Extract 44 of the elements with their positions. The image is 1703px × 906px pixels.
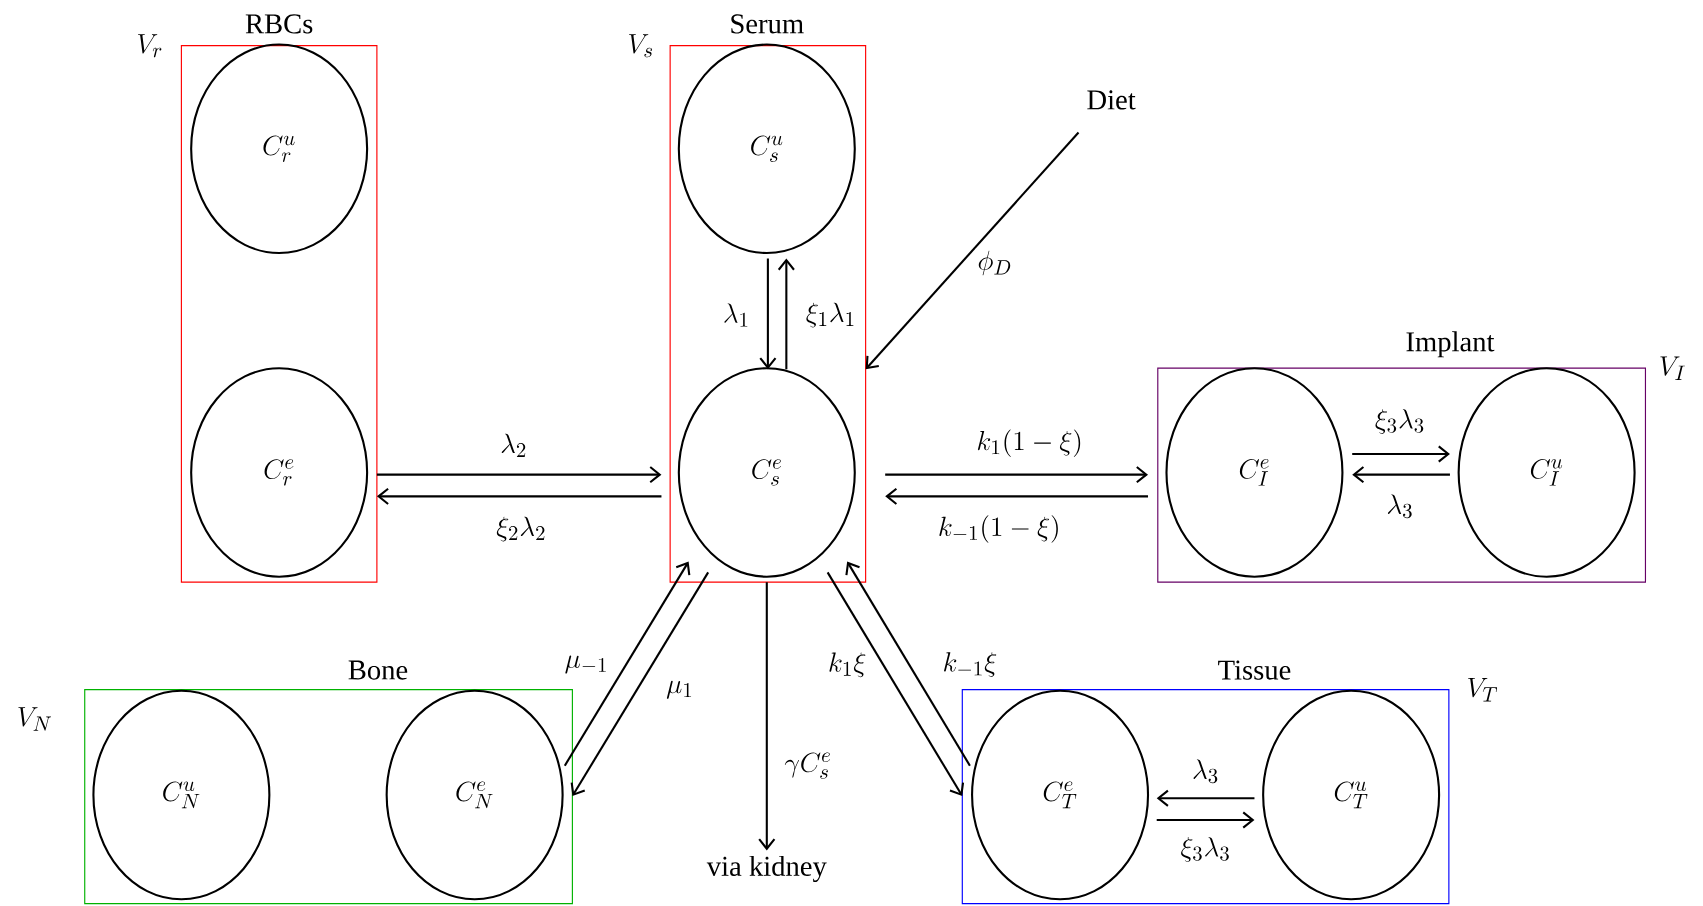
volume-label: $V_s$: [629, 34, 653, 58]
arrow: [777, 258, 795, 370]
arrow: [759, 258, 777, 370]
source-label: via kidney: [706, 855, 827, 882]
compartment-title: Tissue: [1218, 660, 1291, 680]
edge-label: $k_1(1-\xi)$: [974, 427, 1085, 459]
edge-label: $\xi_3\lambda_3$: [1178, 835, 1233, 864]
edge-label: $k_1\xi$: [826, 650, 869, 679]
arrow: [1352, 445, 1450, 463]
compartment-title: RBCs: [245, 14, 313, 34]
edge-label: $\lambda_1$: [720, 301, 752, 329]
volume-label: $V_N$: [18, 707, 51, 731]
arrow: [1352, 466, 1450, 484]
edge-label: $\mu_1$: [664, 679, 696, 701]
volume-label: $V_I$: [1660, 356, 1685, 381]
source-label: Diet: [1087, 90, 1136, 110]
arrow: [1156, 811, 1255, 829]
arrow: [758, 582, 776, 851]
edge-label: $\lambda_3$: [1190, 757, 1222, 785]
volume-label: $V_T$: [1468, 678, 1498, 702]
edge-label: $\gamma C_s^e$: [782, 751, 834, 781]
arrow: [845, 561, 971, 767]
arrow: [865, 131, 1080, 370]
edge-label: $\xi_2\lambda_2$: [494, 514, 549, 544]
arrow: [885, 488, 1148, 505]
edge-label: $\phi_D$: [975, 248, 1015, 278]
arrow: [1156, 789, 1255, 807]
arrow: [826, 571, 965, 797]
arrow: [885, 466, 1149, 484]
compartment-title: Bone: [348, 660, 408, 680]
edge-label: $k_{-1}(1-\xi)$: [935, 513, 1063, 545]
edge-label: $k_{-1}\xi$: [940, 650, 1000, 680]
edge-label: $\xi_3\lambda_3$: [1372, 407, 1428, 436]
arrow: [563, 561, 691, 767]
arrow: [570, 571, 710, 797]
edge-label: $\lambda_2$: [498, 431, 530, 459]
edge-label: $\mu_{-1}$: [562, 654, 611, 676]
arrow: [376, 488, 662, 505]
volume-label: $V_r$: [138, 34, 162, 58]
edge-label: $\xi_1\lambda_1$: [803, 300, 858, 330]
compartment-title: Serum: [731, 14, 804, 34]
compartment-title: Implant: [1406, 331, 1495, 358]
edge-label: $\lambda_3$: [1384, 492, 1416, 520]
arrow: [376, 466, 662, 484]
